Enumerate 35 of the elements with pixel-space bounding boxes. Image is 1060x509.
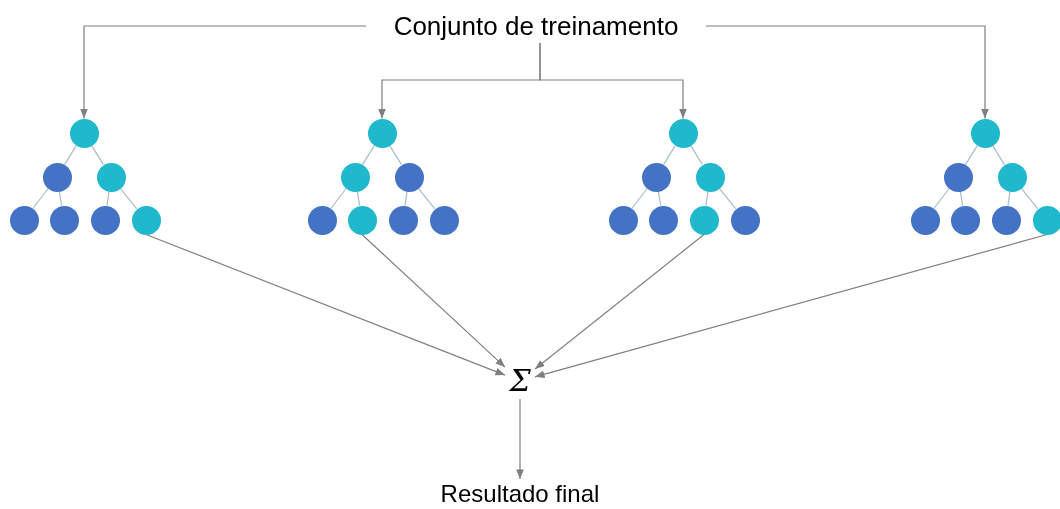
- sum-symbol: Σ: [505, 363, 535, 399]
- connector-line: [388, 144, 403, 166]
- connector-line: [356, 190, 361, 207]
- connector-line: [32, 187, 49, 210]
- connector-line: [404, 190, 408, 207]
- connector-line: [933, 187, 950, 210]
- connector-line: [965, 144, 978, 166]
- connector-line: [361, 144, 376, 166]
- connector-line: [690, 144, 703, 166]
- arrow: [361, 233, 506, 368]
- connector-line: [718, 187, 737, 210]
- connector-line: [91, 144, 104, 166]
- arrow: [705, 25, 989, 120]
- connector-line: [992, 144, 1005, 166]
- connector-line: [705, 190, 709, 207]
- arrow: [516, 398, 524, 480]
- arrow: [534, 233, 705, 370]
- connector-line: [657, 190, 662, 207]
- connector-line: [330, 187, 347, 210]
- arrow: [80, 25, 367, 120]
- connector-line: [417, 187, 436, 210]
- connector-line: [663, 144, 676, 166]
- connector-line: [959, 190, 964, 207]
- connector-line: [119, 187, 138, 210]
- title-text: Conjunto de treinamento: [366, 9, 706, 43]
- connector-line: [64, 144, 77, 166]
- connector-line: [631, 187, 648, 210]
- arrow: [534, 233, 1048, 378]
- arrow: [145, 233, 506, 376]
- arrow: [539, 42, 687, 120]
- connector-line: [58, 190, 63, 207]
- result-text: Resultado final: [410, 479, 630, 509]
- connector-line: [1007, 190, 1011, 207]
- connector-line: [1020, 187, 1039, 210]
- connector-line: [106, 190, 110, 207]
